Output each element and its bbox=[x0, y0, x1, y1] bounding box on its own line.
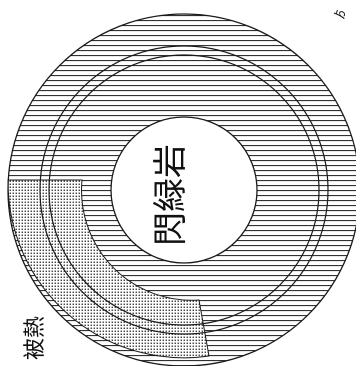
center-label: 閃緑岩 bbox=[151, 144, 191, 246]
heated-sector bbox=[7, 179, 210, 359]
inner-ring-circle bbox=[48, 54, 320, 326]
middle-circle bbox=[39, 45, 329, 335]
core-circle bbox=[110, 116, 258, 264]
corner-mark: ゟ bbox=[333, 8, 347, 20]
heated-label: 被熱 bbox=[23, 316, 48, 360]
